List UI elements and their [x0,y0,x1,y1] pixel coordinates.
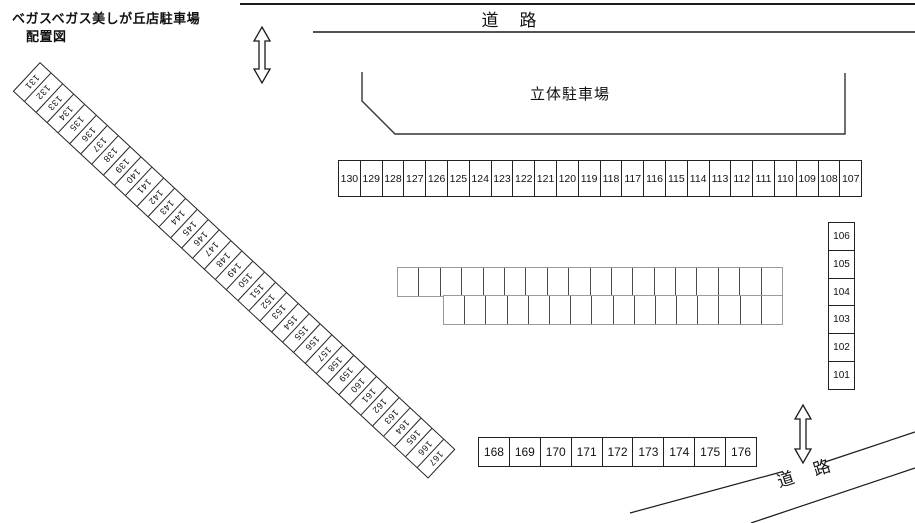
unnumbered-parking-space [486,296,508,324]
parking-space: 170 [540,438,572,466]
unnumbered-parking-space [548,268,570,296]
unnumbered-parking-space [571,296,593,324]
parking-space: 121 [535,161,557,196]
parking-space: 118 [600,161,623,196]
parking-space: 120 [556,161,579,196]
unnumbered-parking-space [441,268,463,296]
road-bottom-upper-line-left [629,470,784,514]
unnumbered-parking-space [698,296,720,324]
unnumbered-parking-space [465,296,487,324]
parking-space: 127 [404,161,427,196]
unnumbered-parking-space [656,296,678,324]
parking-space: 173 [633,438,665,466]
parking-space: 110 [774,161,797,196]
unnumbered-parking-space [633,268,655,296]
unnumbered-parking-space [529,296,550,324]
unnumbered-parking-space [569,268,591,296]
parking-space: 126 [426,161,448,196]
parking-space: 122 [513,161,536,196]
parking-space: 175 [695,438,727,466]
unnumbered-parking-space [550,296,572,324]
parking-space: 172 [602,438,634,466]
middle-grid-top-row [397,267,783,297]
unnumbered-parking-space [740,268,762,296]
unnumbered-parking-space [444,296,466,324]
map-title: ベガスベガス美しが丘店駐車場 配置図 [12,10,200,45]
parking-space: 114 [687,161,710,196]
unnumbered-parking-space [505,268,527,296]
unnumbered-parking-space [612,268,634,296]
bottom-entrance-double-arrow-icon [793,403,813,465]
unnumbered-parking-space [697,268,719,296]
middle-grid-bottom-row [443,295,783,325]
unnumbered-parking-space [655,268,677,296]
parking-space: 130 [339,161,361,196]
top-entrance-double-arrow-icon [252,25,272,85]
parking-space: 176 [726,438,757,466]
unnumbered-parking-space [591,268,612,296]
parking-space: 105 [829,250,854,279]
unnumbered-parking-space [719,268,741,296]
map-title-line2: 配置図 [26,28,67,44]
parking-space: 168 [479,438,510,466]
parking-space: 119 [578,161,601,196]
unnumbered-parking-space [635,296,656,324]
unnumbered-parking-space [762,268,782,296]
parking-space: 102 [829,334,854,363]
unnumbered-parking-space [676,268,698,296]
parking-space: 116 [644,161,666,196]
parking-space: 169 [509,438,541,466]
garage-label: 立体駐車場 [529,86,610,103]
unnumbered-parking-space [677,296,699,324]
parking-space: 104 [829,278,854,307]
unnumbered-parking-space [592,296,614,324]
unnumbered-parking-space [462,268,484,296]
parking-space: 129 [360,161,383,196]
unnumbered-parking-space [719,296,741,324]
parking-space: 108 [818,161,841,196]
unnumbered-parking-space [614,296,635,324]
parking-space: 117 [622,161,645,196]
parking-space: 109 [796,161,819,196]
parking-space: 106 [829,223,854,251]
parking-space: 103 [829,306,854,335]
parking-space: 107 [840,161,862,196]
parking-space: 112 [731,161,754,196]
road-bottom-lower-line [750,467,915,523]
unnumbered-parking-space [741,296,762,324]
road-bottom-upper-line-right [824,431,915,463]
parking-space: 123 [491,161,514,196]
parking-space: 174 [664,438,696,466]
unnumbered-parking-space [526,268,548,296]
parking-space: 124 [469,161,492,196]
unnumbered-parking-space [508,296,529,324]
map-title-line1: ベガスベガス美しが丘店駐車場 [12,11,201,26]
unnumbered-parking-space [398,268,420,296]
unnumbered-parking-space [484,268,505,296]
parking-space: 115 [665,161,688,196]
parking-space: 113 [709,161,732,196]
parking-space: 125 [447,161,470,196]
unnumbered-parking-space [762,296,782,324]
unnumbered-parking-space [419,268,441,296]
parking-space: 101 [829,362,854,389]
parking-space: 128 [382,161,405,196]
road-top-label: 道 路 [481,11,539,30]
parking-space: 171 [571,438,603,466]
parking-space: 111 [753,161,775,196]
garage-outline [361,72,846,135]
